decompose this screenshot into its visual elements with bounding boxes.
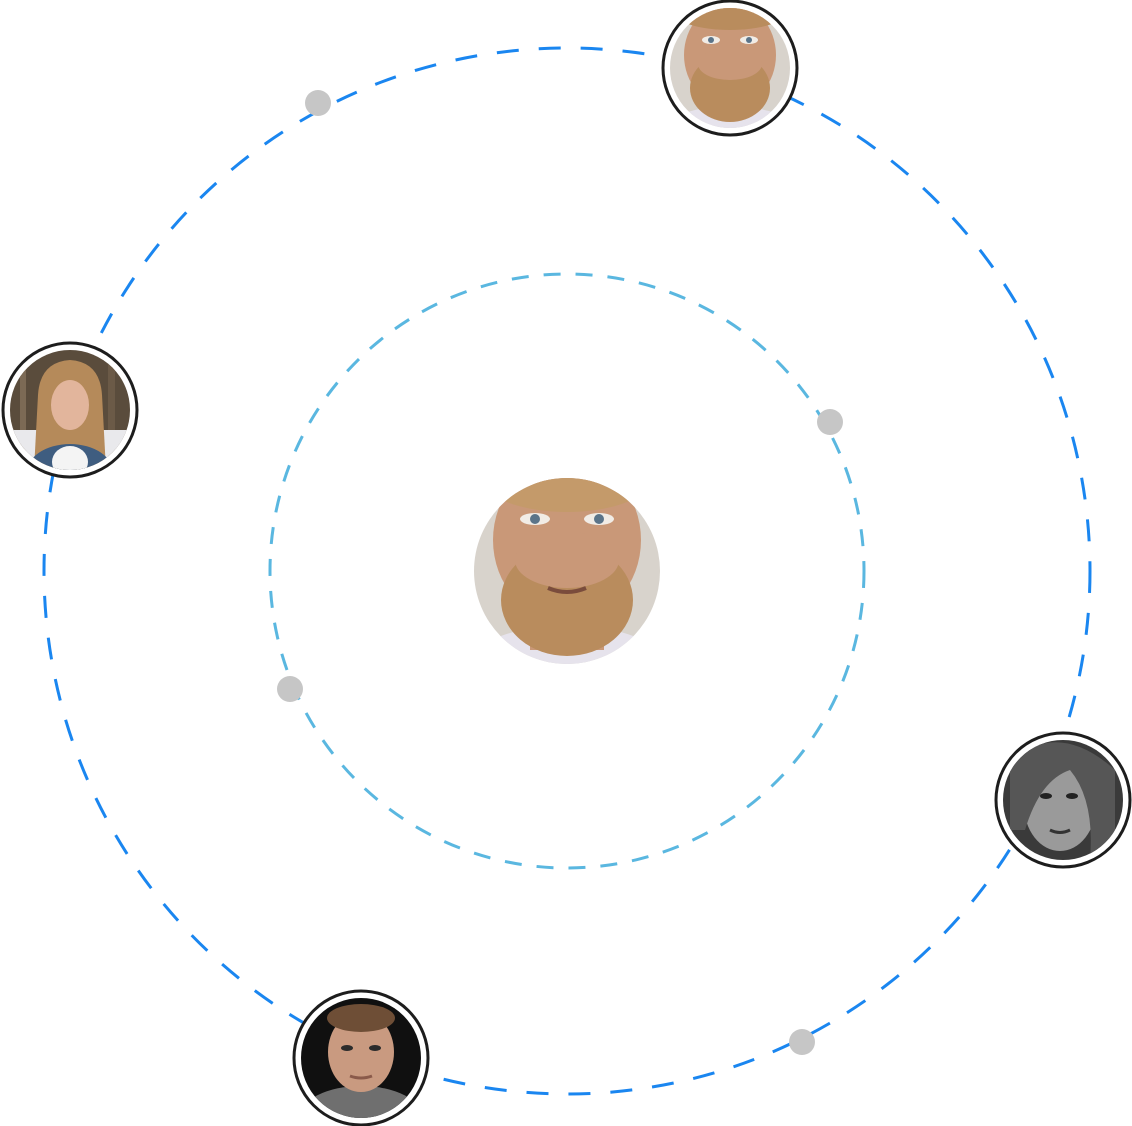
blonde-woman-avatar-icon	[10, 350, 130, 470]
outer-orbit	[42, 46, 1092, 1096]
monochrome-woman-avatar-icon	[1003, 740, 1123, 860]
orbit-dot-outer-bottom-right	[789, 1029, 815, 1055]
center-avatar[interactable]	[457, 444, 677, 735]
bearded-man-avatar-icon	[474, 478, 660, 664]
avatar-bearded-man[interactable]	[660, 0, 800, 166]
orbit-dot-inner-right	[817, 409, 843, 435]
avatar-blonde-woman[interactable]	[1, 341, 139, 504]
inner-orbit	[268, 272, 866, 870]
orbit-dot-inner-left	[277, 676, 303, 702]
orbit-dot-outer-top-left	[305, 90, 331, 116]
man-dark-background-avatar-icon	[301, 998, 421, 1118]
avatar-monochrome-woman[interactable]	[994, 731, 1132, 869]
avatar-man-dark-background[interactable]	[292, 989, 430, 1126]
